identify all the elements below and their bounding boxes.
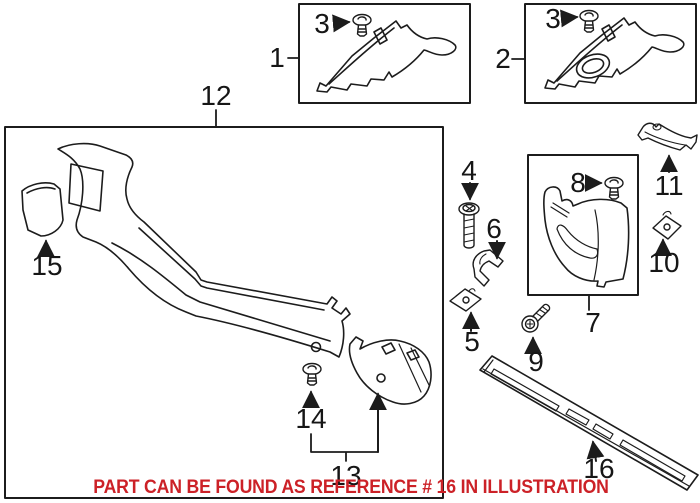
part-drawing-ref7 [543, 176, 630, 288]
reference-notice: PART CAN BE FOUND AS REFERENCE # 16 IN I… [93, 477, 609, 498]
ref-label-15: 15 [31, 250, 63, 281]
push-pin-clip-icon [579, 9, 599, 33]
part-drawing-ref15 [21, 182, 64, 237]
ref-label-7: 7 [585, 307, 601, 338]
box-frame-ref12 [4, 126, 444, 499]
push-pin-clip-icon [604, 176, 624, 200]
leader-lines [215, 57, 590, 462]
part-drawing-ref10 [652, 210, 682, 240]
ref-label-2: 2 [495, 43, 511, 74]
part-drawing-ref11 [637, 122, 698, 151]
box-frame-ref2 [524, 3, 697, 104]
box-frame-ref1 [298, 3, 471, 104]
box-frame-ref7 [527, 154, 639, 296]
part-drawing-ref6 [472, 249, 504, 287]
ref-label-4: 4 [461, 155, 477, 186]
part-drawing-ref9 [521, 303, 551, 333]
ref-label-14: 14 [295, 403, 327, 434]
ref-label-3-left: 3 [314, 8, 330, 39]
push-pin-clip-icon [352, 13, 372, 37]
part-drawing-ref13 [348, 336, 432, 405]
ref-label-12: 12 [200, 80, 232, 111]
part-drawing-ref2 [544, 9, 685, 90]
ref-label-11: 11 [654, 170, 684, 201]
pointer-arrows [37, 9, 678, 462]
ref-label-8: 8 [570, 167, 586, 198]
part-drawing-ref16 [479, 355, 699, 491]
ref-label-3-right: 3 [545, 3, 561, 34]
part-drawing-ref1 [316, 13, 457, 93]
part-drawing-ref12 [57, 142, 351, 358]
ref-label-6: 6 [486, 213, 502, 244]
ref-label-10: 10 [648, 247, 680, 278]
ref-label-9: 9 [528, 346, 544, 377]
ref-label-5: 5 [464, 326, 480, 357]
ref-label-13: 13 [330, 460, 362, 491]
ref-label-1: 1 [269, 42, 285, 73]
part-drawing-ref5 [449, 288, 482, 312]
part-drawing-ref14 [302, 362, 322, 386]
part-drawing-ref4 [458, 202, 480, 249]
